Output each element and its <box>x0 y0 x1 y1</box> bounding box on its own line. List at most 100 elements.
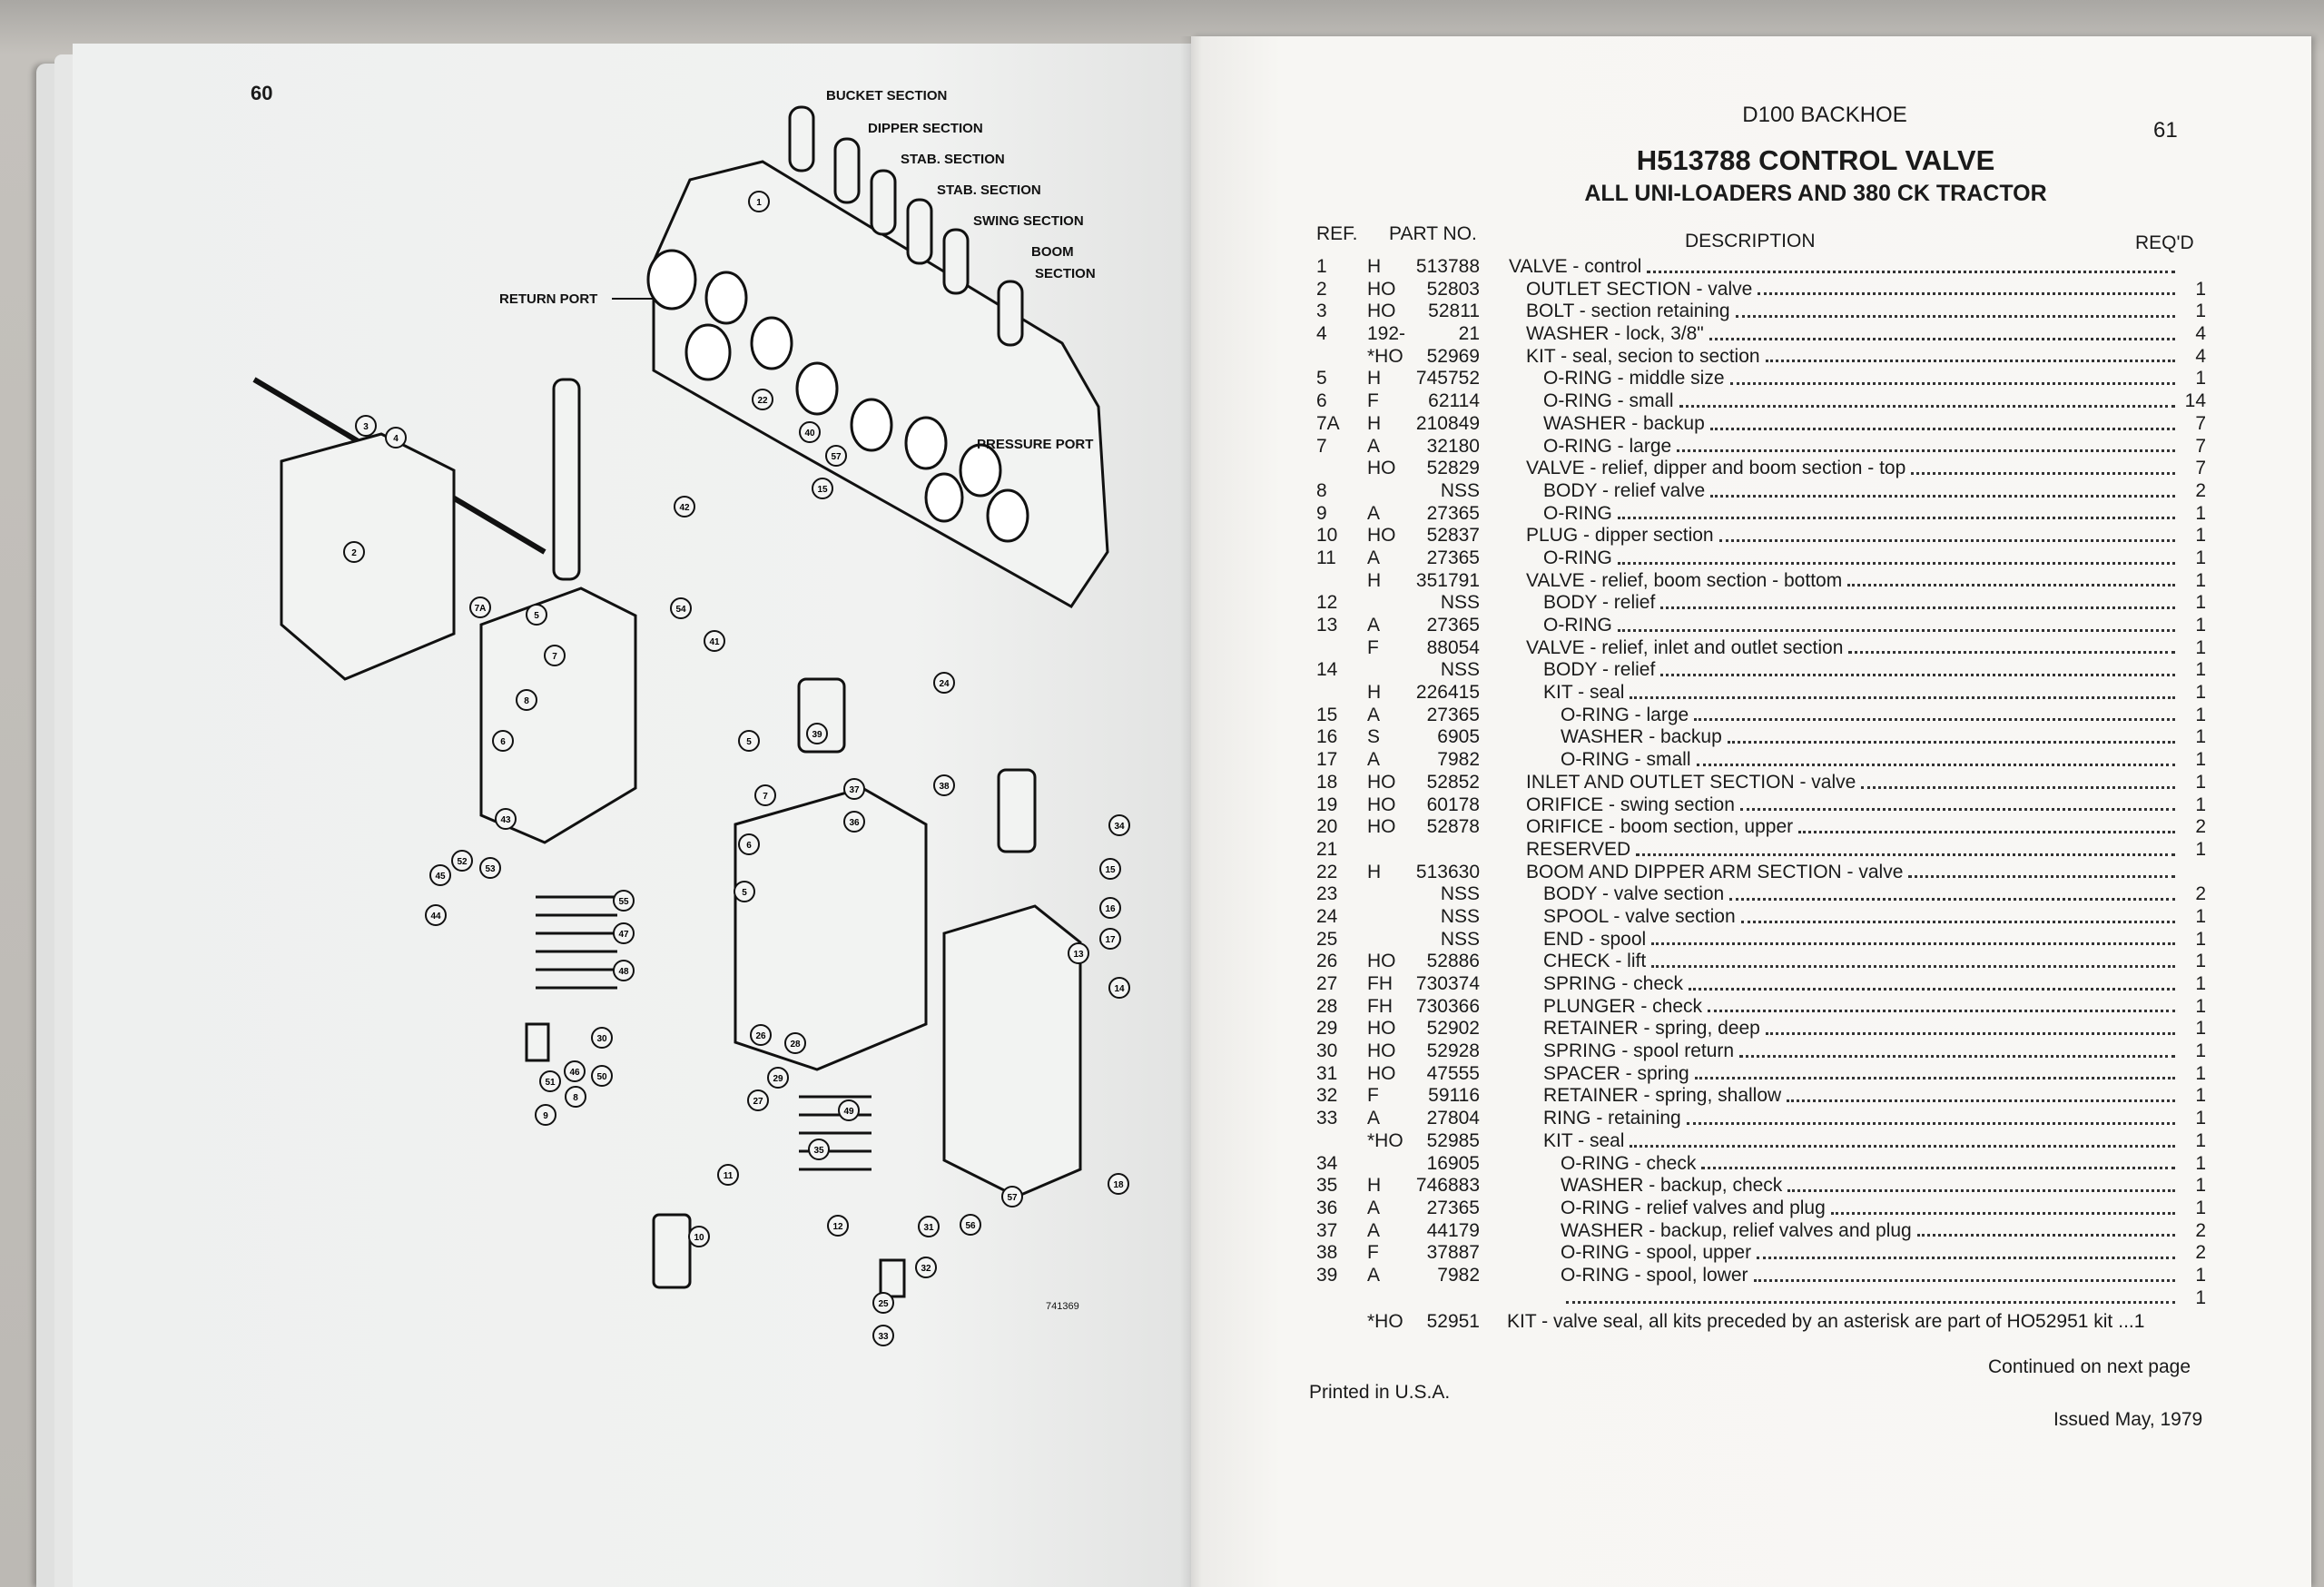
qty-cell: 1 <box>2195 525 2206 547</box>
code-cell: F <box>1367 390 1379 412</box>
qty-cell: 1 <box>2195 1286 2206 1308</box>
part-no-cell: 59116 <box>1428 1085 1480 1107</box>
qty-cell: 1 <box>2195 636 2206 658</box>
label-boom-section: SECTION <box>1035 266 1096 281</box>
callout-bubble: 34 <box>1108 814 1130 836</box>
callout-bubble: 52 <box>451 850 473 872</box>
qty-cell: 2 <box>2195 883 2206 905</box>
label-pressure-port: PRESSURE PORT <box>977 437 1093 452</box>
part-no-cell: 52969 <box>1426 345 1480 367</box>
description-text: KIT - seal <box>1543 682 1625 704</box>
description-text: BODY - valve section <box>1543 883 1725 905</box>
part-no-cell: 52829 <box>1426 458 1480 479</box>
leader-dots <box>1861 785 2175 789</box>
part-no-cell: 52811 <box>1428 301 1480 322</box>
description-text: OUTLET SECTION - valve <box>1526 278 1753 300</box>
code-cell: HO <box>1367 278 1396 300</box>
description-text: O-RING - small <box>1543 390 1674 412</box>
kit-row-part: 52951 <box>1426 1311 1480 1332</box>
description-text: VALVE - relief, dipper and boom section … <box>1526 458 1906 479</box>
section-body-drawing <box>479 586 637 844</box>
ref-cell: 7 <box>1316 435 1327 457</box>
callout-number: 31 <box>923 1223 934 1233</box>
callout-circle <box>872 1325 894 1346</box>
leader-dots <box>1739 1054 2175 1058</box>
description-text: VALVE - relief, inlet and outlet section <box>1526 636 1844 658</box>
valve-block-drawing <box>252 105 1109 1298</box>
callout-bubble: 56 <box>960 1214 981 1236</box>
leader-dots <box>1677 449 2175 453</box>
callout-bubble: 12 <box>827 1215 849 1237</box>
ref-cell: 19 <box>1316 794 1338 815</box>
figure-number: 741369 <box>1046 1301 1079 1312</box>
qty-cell: 1 <box>2195 569 2206 591</box>
spool-drawing <box>552 378 581 581</box>
label-bucket-section: BUCKET SECTION <box>826 88 947 104</box>
callout-number: 11 <box>724 1171 734 1181</box>
qty-cell: 1 <box>2195 1018 2206 1040</box>
callout-circle <box>748 191 770 212</box>
qty-cell: 1 <box>2195 1040 2206 1062</box>
code-cell: A <box>1367 547 1381 568</box>
callout-bubble: 15 <box>1099 858 1121 880</box>
callout-number: 42 <box>679 503 690 513</box>
callout-number: 15 <box>1105 865 1116 875</box>
callout-circle <box>843 778 865 800</box>
part-no-cell: NSS <box>1440 659 1480 681</box>
callout-circle <box>591 1027 613 1049</box>
ref-cell: 9 <box>1316 502 1327 524</box>
right-page-number: 61 <box>2153 118 2178 143</box>
leader-dots <box>1798 830 2175 833</box>
ref-cell: 34 <box>1316 1152 1338 1174</box>
code-cell: HO <box>1367 301 1396 322</box>
ref-cell: 14 <box>1316 659 1338 681</box>
part-no-cell: 52878 <box>1426 816 1480 838</box>
callout-circle <box>752 389 773 410</box>
part-no-cell: 21 <box>1458 323 1480 345</box>
part-no-cell: 52985 <box>1426 1129 1480 1151</box>
leader-dots <box>1630 1144 2175 1148</box>
part-no-cell: 47555 <box>1426 1062 1480 1084</box>
callout-circle <box>1108 1173 1129 1195</box>
leader-dots <box>1710 494 2175 498</box>
leader-dots <box>1709 337 2175 340</box>
part-no-cell: NSS <box>1440 592 1480 614</box>
part-no-cell: NSS <box>1440 883 1480 905</box>
callout-bubble: 3 <box>355 415 377 437</box>
description-text: O-RING <box>1543 615 1612 636</box>
callout-bubble: 2 <box>343 541 365 563</box>
part-no-cell: 27365 <box>1426 615 1480 636</box>
col-header-reqd: REQ'D <box>2135 232 2194 253</box>
callout-number: 5 <box>746 737 752 747</box>
callout-bubble: 48 <box>613 960 635 981</box>
part-no-cell: 513788 <box>1415 256 1480 277</box>
callout-circle <box>670 597 692 619</box>
leader-dots <box>1708 1010 2175 1013</box>
leader-dots <box>1709 427 2175 430</box>
section-labels: BUCKET SECTION DIPPER SECTION STAB. SECT… <box>499 88 1096 1312</box>
callout-circle <box>825 445 847 467</box>
ref-cell: 25 <box>1316 928 1338 950</box>
callout-number: 36 <box>849 818 860 828</box>
leader-dots <box>1911 471 2175 475</box>
ref-cell: 20 <box>1316 816 1338 838</box>
qty-cell: 1 <box>2195 905 2206 927</box>
code-cell: H <box>1367 861 1382 882</box>
part-no-cell: 513630 <box>1415 861 1480 882</box>
description-text: RETAINER - spring, shallow <box>1543 1085 1782 1107</box>
description-text: O-RING - small <box>1561 749 1691 771</box>
leader-dots <box>1908 875 2175 879</box>
qty-cell: 1 <box>2195 951 2206 972</box>
callout-bubble: 15 <box>812 478 833 499</box>
code-cell: HO <box>1367 1062 1396 1084</box>
callout-number: 6 <box>746 841 752 851</box>
